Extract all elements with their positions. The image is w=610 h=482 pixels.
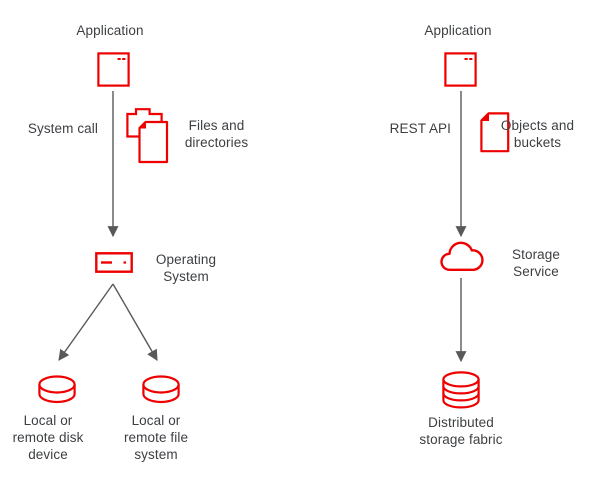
files-and-directories-icon (126, 107, 169, 164)
distributed-storage-fabric-icon (442, 371, 480, 409)
arrow-os-to-disk-device (58, 283, 114, 361)
disk-device-icon (38, 375, 76, 406)
right-application-label: Application (424, 23, 492, 38)
file-system-label: Local or remote file system (123, 413, 189, 462)
disk-device-label: Local or remote disk device (12, 413, 84, 462)
objects-and-buckets-icon (480, 112, 510, 153)
application-icon-right (444, 52, 477, 87)
objects-and-buckets-label: Objects and buckets (500, 118, 575, 150)
application-icon (97, 52, 130, 87)
file-system-disk-icon (142, 375, 180, 406)
cloud-icon (440, 240, 484, 273)
rest-api-label: REST API (389, 121, 451, 136)
distributed-storage-fabric-label: Distributed storage fabric (419, 415, 503, 447)
storage-service-label: Storage Service (512, 247, 560, 279)
operating-system-icon (95, 252, 133, 273)
system-call-label: System call (27, 121, 98, 136)
arrow-os-to-file-system (112, 283, 158, 361)
operating-system-label: Operating System (155, 252, 217, 284)
files-and-directories-label: Files and directories (184, 118, 249, 150)
left-application-label: Application (76, 23, 144, 38)
